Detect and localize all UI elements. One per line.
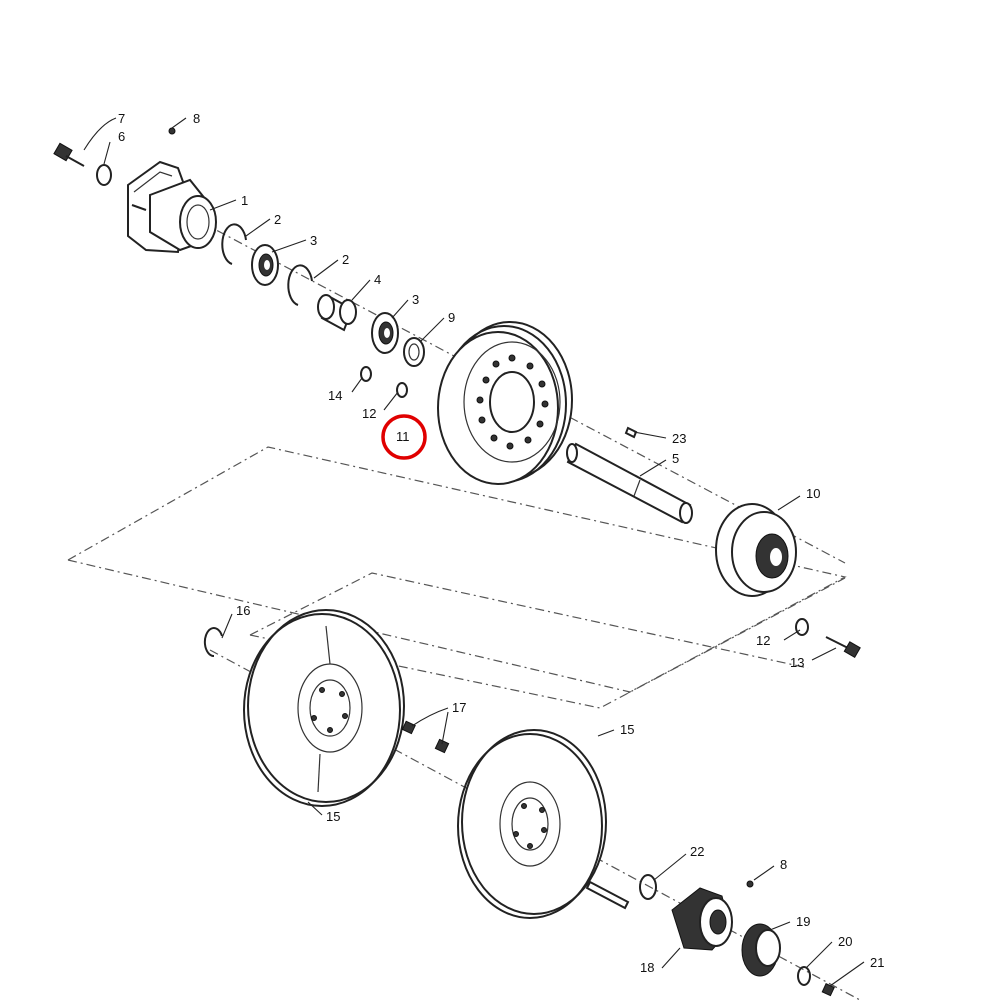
snap-ring-part-2a	[221, 223, 247, 265]
callout-16: 16	[236, 603, 250, 618]
callout-15a: 15	[620, 722, 634, 737]
bearing-part-3a	[251, 244, 279, 286]
brake-disc-part-15b	[457, 729, 607, 919]
snap-ring-part-2b	[287, 264, 313, 306]
callout-20: 20	[838, 934, 852, 949]
callout-6: 6	[118, 129, 125, 144]
callout-13: 13	[790, 655, 804, 670]
callout-3b: 3	[412, 292, 419, 307]
bearing-part-3b	[371, 312, 399, 354]
hub-flange-part-18	[671, 887, 733, 951]
bearing-housing-part-1	[127, 160, 217, 254]
brake-disc-part-15a	[243, 609, 405, 807]
bolt-part-13	[825, 636, 861, 659]
callout-19: 19	[796, 914, 810, 929]
leader-lines	[83, 117, 865, 987]
callout-12b: 12	[756, 633, 770, 648]
callout-4: 4	[374, 272, 381, 287]
nut-part-14	[360, 366, 372, 382]
washer-part-20	[797, 966, 811, 986]
callout-21: 21	[870, 955, 884, 970]
callout-7: 7	[118, 111, 125, 126]
ring-part-22	[639, 874, 657, 900]
highlight-circle	[381, 414, 427, 460]
cap-part-19	[741, 923, 781, 977]
shaft-part-5	[566, 442, 693, 524]
callout-1: 1	[241, 193, 248, 208]
washer-part-9	[403, 337, 425, 367]
grease-fitting-part-8b	[746, 880, 754, 888]
callout-14: 14	[328, 388, 342, 403]
washer-part-12b	[795, 618, 809, 636]
callout-18: 18	[640, 960, 654, 975]
bolt-part-7	[53, 142, 85, 167]
callout-labels: 7 6 8 1 2 3 2 4 3 9 14 12 11 23 5 10 16 …	[118, 111, 884, 975]
washer-part-6	[96, 164, 112, 186]
pin	[585, 880, 630, 910]
callout-10: 10	[806, 486, 820, 501]
callout-5: 5	[672, 451, 679, 466]
callout-2: 2	[274, 212, 281, 227]
callout-8b: 8	[780, 857, 787, 872]
pulley-drum	[437, 321, 573, 485]
snap-ring-part-16	[203, 627, 223, 658]
callout-12: 12	[362, 406, 376, 421]
assembly-outline	[67, 194, 861, 1000]
callout-11: 11	[396, 429, 410, 444]
callout-9: 9	[448, 310, 455, 325]
callout-3: 3	[310, 233, 317, 248]
washer-part-12a	[396, 382, 408, 398]
callout-22: 22	[690, 844, 704, 859]
callout-2b: 2	[342, 252, 349, 267]
key-part-23	[624, 426, 638, 439]
grease-fitting-part-8	[168, 127, 176, 135]
hub-part-10	[715, 503, 797, 597]
callout-8: 8	[193, 111, 200, 126]
callout-23: 23	[672, 431, 686, 446]
fastener-part-17	[401, 720, 450, 754]
callout-15b: 15	[326, 809, 340, 824]
spacer-part-4	[317, 294, 357, 332]
callout-17: 17	[452, 700, 466, 715]
